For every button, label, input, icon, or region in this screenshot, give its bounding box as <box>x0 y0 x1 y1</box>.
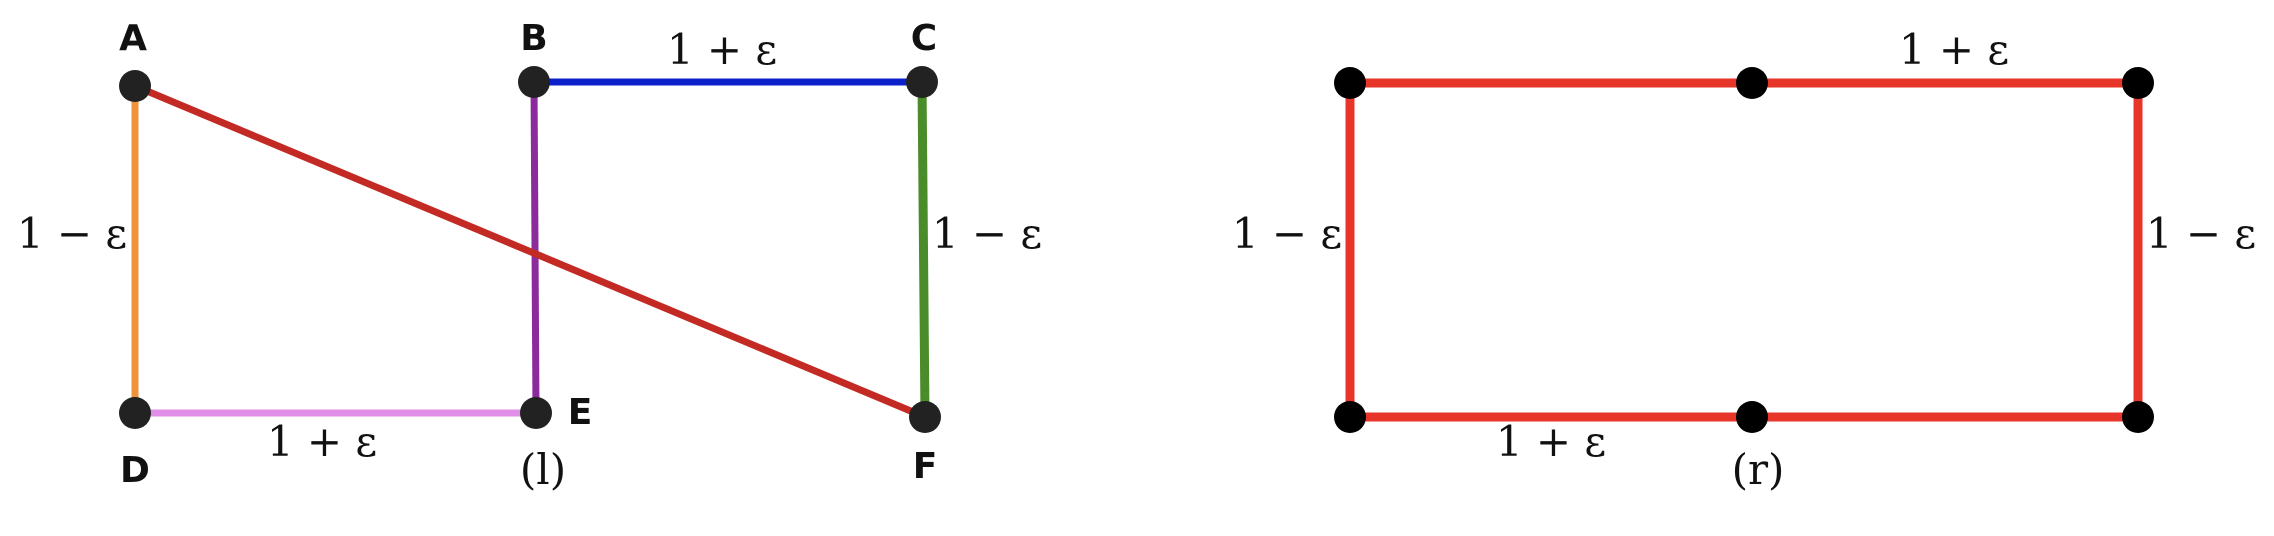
node-label-d: D <box>120 450 150 491</box>
edge-label-d-e: 1 + ε <box>267 417 377 466</box>
edge-label-bottom: 1 + ε <box>1496 417 1606 466</box>
node-label-a: A <box>119 18 147 59</box>
node-c <box>906 66 938 98</box>
node-label-b: B <box>520 18 547 59</box>
caption-left: (l) <box>520 445 566 494</box>
edge-label-c-f: 1 − ε <box>932 209 1042 258</box>
node-d <box>119 397 151 429</box>
node-a <box>119 70 151 102</box>
node-bottom-middle <box>1736 401 1768 433</box>
node-label-e: E <box>568 392 593 433</box>
node-label-c: C <box>911 18 937 59</box>
node-top-left <box>1334 67 1366 99</box>
node-e <box>520 397 552 429</box>
edge-label-b-c: 1 + ε <box>667 25 777 74</box>
cycle-rectangle <box>1345 78 2143 422</box>
edge-b-e <box>530 81 540 414</box>
left-graph: A B C D E F 1 + ε 1 − ε 1 − ε 1 + ε (l) <box>17 18 1042 494</box>
edge-label-top: 1 + ε <box>1899 25 2009 74</box>
right-graph: 1 + ε 1 − ε 1 − ε 1 + ε (r) <box>1232 25 2256 494</box>
edge-label-a-d: 1 − ε <box>17 209 127 258</box>
node-top-right <box>2122 67 2154 99</box>
node-bottom-right <box>2122 401 2154 433</box>
edge-label-right: 1 − ε <box>2146 209 2256 258</box>
node-f <box>909 401 941 433</box>
edge-a-f <box>133 82 927 421</box>
node-bottom-left <box>1334 401 1366 433</box>
edge-c-f <box>917 81 930 418</box>
node-top-middle <box>1736 67 1768 99</box>
caption-right: (r) <box>1732 445 1785 494</box>
node-b <box>518 66 550 98</box>
node-label-f: F <box>913 446 938 487</box>
edge-label-left: 1 − ε <box>1232 209 1342 258</box>
